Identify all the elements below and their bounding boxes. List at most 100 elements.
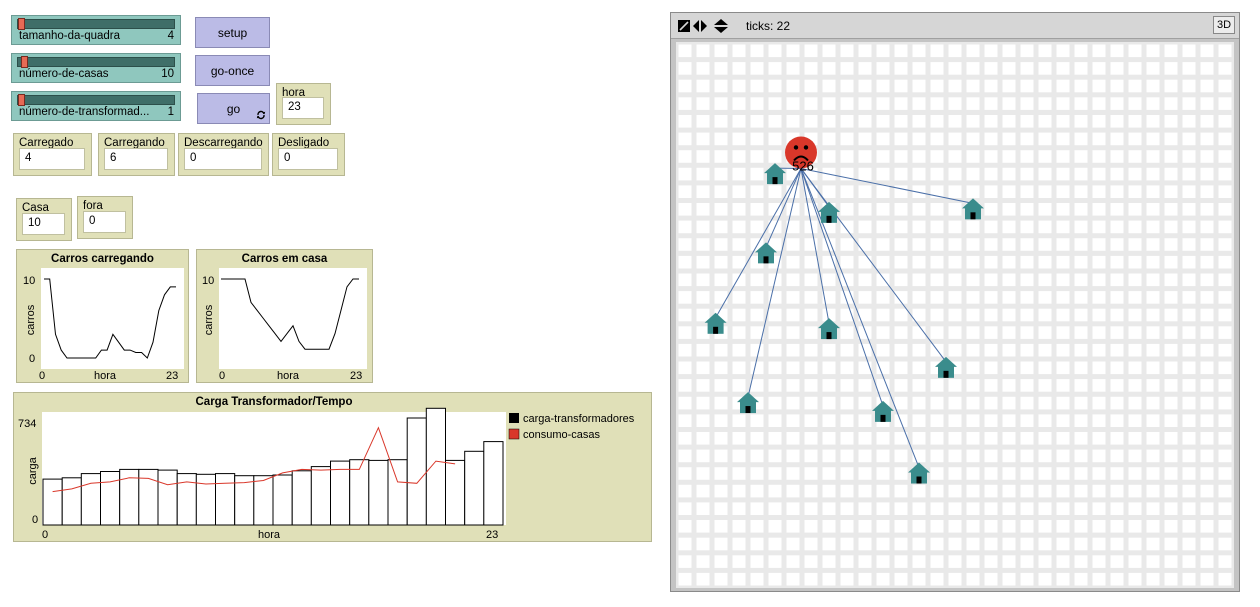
grid-cell: [1110, 115, 1124, 128]
grid-cell: [1110, 308, 1124, 322]
grid-cell: [1074, 343, 1088, 357]
grid-cell: [912, 520, 926, 533]
grid-cell: [840, 97, 854, 110]
grid-cell: [930, 97, 944, 110]
grid-cell: [1146, 467, 1160, 480]
grid-cell: [1146, 185, 1160, 198]
slider-value: 4: [167, 30, 174, 42]
grid-cell: [1200, 537, 1214, 551]
grid-cell: [1164, 62, 1178, 75]
house-icon: [818, 318, 840, 340]
grid-cell: [696, 572, 710, 586]
slider-track[interactable]: [17, 18, 175, 30]
grid-cell: [1182, 167, 1196, 181]
grid-cell: [732, 150, 746, 163]
grid-cell: [750, 220, 764, 234]
grid-cell: [768, 203, 782, 216]
go-once-button[interactable]: go-once: [195, 55, 270, 86]
transformer-mouth: [793, 155, 809, 162]
grid-cell: [822, 97, 836, 110]
house-icon: [935, 356, 957, 378]
grid-cell: [1182, 484, 1196, 498]
grid-cell: [876, 520, 890, 533]
grid-cell: [1056, 62, 1070, 75]
grid-cell: [804, 396, 818, 410]
grid-cell: [696, 79, 710, 93]
grid-cell: [750, 572, 764, 586]
grid-cell: [1092, 414, 1106, 427]
vertical-arrows-icon[interactable]: [714, 19, 728, 33]
grid-cell: [930, 467, 944, 480]
grid-cell: [858, 467, 872, 480]
grid-cell: [1218, 308, 1232, 322]
slider-thumb[interactable]: [18, 94, 25, 106]
slider-thumb[interactable]: [21, 56, 29, 68]
grid-cell: [948, 537, 962, 551]
grid-cell: [1146, 361, 1160, 375]
grid-cell: [966, 273, 980, 287]
grid-cell: [786, 308, 800, 322]
monitor-descarregando: Descarregando 0: [178, 133, 269, 176]
grid-cell: [714, 502, 728, 515]
slider-track[interactable]: [17, 94, 175, 106]
grid-cell: [1146, 449, 1160, 463]
slider-track[interactable]: [17, 56, 175, 68]
monitor-value-box: 10: [22, 213, 65, 235]
plot-title: Carros carregando: [51, 253, 154, 265]
slider-tamanho-da-quadra[interactable]: tamanho-da-quadra 4: [11, 15, 181, 45]
grid-cell: [948, 220, 962, 234]
grid-cell: [894, 291, 908, 304]
grid-cell: [1146, 220, 1160, 234]
grid-cell: [1128, 238, 1142, 251]
setup-button[interactable]: setup: [195, 17, 270, 48]
grid-cell: [1038, 308, 1052, 322]
grid-cell: [1200, 308, 1214, 322]
grid-cell: [948, 238, 962, 251]
monitor-label: hora: [282, 87, 306, 99]
grid-cell: [858, 308, 872, 322]
grid-cell: [876, 291, 890, 304]
go-button[interactable]: go: [197, 93, 270, 124]
grid-cell: [1074, 62, 1088, 75]
grid-cell: [1110, 273, 1124, 287]
horizontal-arrows-icon[interactable]: [693, 20, 707, 32]
resize-icon[interactable]: [678, 20, 690, 32]
slider-thumb[interactable]: [18, 18, 25, 30]
grid-cell: [948, 449, 962, 463]
world-canvas[interactable]: 526: [676, 42, 1234, 588]
grid-cell: [858, 238, 872, 251]
grid-cell: [948, 44, 962, 58]
grid-cell: [786, 520, 800, 533]
grid-cell: [678, 555, 692, 568]
grid-cell: [930, 185, 944, 198]
grid-cell: [1110, 203, 1124, 216]
grid-cell: [1146, 79, 1160, 93]
grid-cell: [786, 79, 800, 93]
house-icon: [737, 392, 759, 414]
grid-cell: [696, 291, 710, 304]
grid-cell: [1200, 220, 1214, 234]
grid-cell: [804, 62, 818, 75]
bar: [176, 473, 197, 526]
grid-cell: [1182, 115, 1196, 128]
grid-cell: [1128, 502, 1142, 515]
grid-cell: [858, 132, 872, 146]
slider-numero-de-transformadores[interactable]: número-de-transformad... 1: [11, 91, 181, 121]
grid-cell: [1164, 273, 1178, 287]
slider-numero-de-casas[interactable]: número-de-casas 10: [11, 53, 181, 83]
x-min-tick: 0: [39, 370, 45, 382]
house-roof: [935, 356, 957, 367]
3d-button[interactable]: 3D: [1213, 16, 1235, 34]
grid-cell: [750, 432, 764, 445]
link-line: [800, 167, 974, 204]
setup-button-label: setup: [217, 25, 248, 40]
grid-cell: [696, 273, 710, 287]
grid-cell: [732, 115, 746, 128]
grid-cell: [894, 203, 908, 216]
grid-cell: [786, 555, 800, 568]
grid-cell: [732, 449, 746, 463]
grid-cell: [750, 449, 764, 463]
grid-cell: [1182, 449, 1196, 463]
grid-cell: [894, 379, 908, 392]
grid-cell: [1056, 308, 1070, 322]
